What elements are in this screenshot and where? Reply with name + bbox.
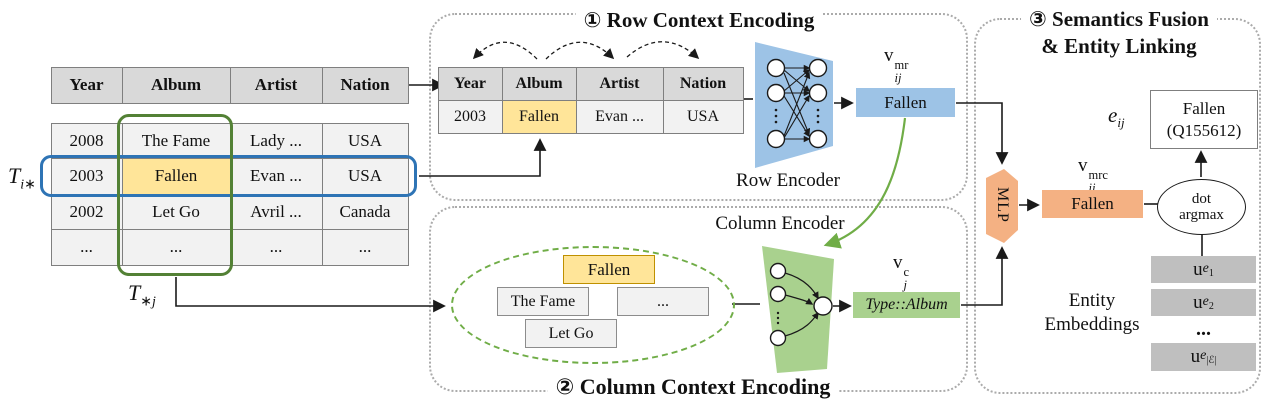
embeddings-ellipsis: ... xyxy=(1196,318,1211,340)
mini-cell: Evan ... xyxy=(575,99,664,134)
table-cell: Avril ... xyxy=(229,193,323,230)
mini-header-cell: Album xyxy=(501,66,577,101)
row-label: Ti∗ xyxy=(8,163,36,193)
mini-header-cell: Year xyxy=(437,66,503,101)
caption-line2: Embeddings xyxy=(1044,313,1140,335)
header-cell: Nation xyxy=(321,66,409,104)
argmax-line2: argmax xyxy=(1179,207,1224,223)
fusion-title-line2: & Entity Linking xyxy=(1041,33,1197,58)
fused-cell-box: Fallen xyxy=(1042,190,1143,218)
entity-name: Fallen xyxy=(1182,99,1226,119)
column-cell: ... xyxy=(617,287,709,316)
entity-result-label: eij xyxy=(1108,103,1125,131)
column-section-title: ② Column Context Encoding xyxy=(547,373,839,402)
table-cell: 2002 xyxy=(50,193,123,230)
row-section-title: ① Row Context Encoding xyxy=(575,7,823,34)
caption-line1: Entity xyxy=(1068,290,1116,311)
mini-cell-mention: Fallen xyxy=(501,99,577,134)
table-cell: 2003 xyxy=(50,158,123,195)
table-cell: USA xyxy=(321,122,409,159)
entity-qid: (Q155612) xyxy=(1166,120,1242,140)
argmax-line1: dot xyxy=(1191,190,1212,207)
table-cell: Evan ... xyxy=(229,158,323,195)
table-cell-mention: Fallen xyxy=(121,158,231,195)
row-output-cell-box: Fallen xyxy=(856,88,955,117)
table-cell: USA xyxy=(321,158,409,195)
column-label: T∗j xyxy=(128,280,156,310)
fusion-title-line1: ③ Semantics Fusion xyxy=(1029,7,1209,31)
column-output-cell-box: Type::Album xyxy=(853,292,960,318)
mlp-label: MLP xyxy=(994,187,1011,223)
table-cell: 2008 xyxy=(50,122,123,159)
row-encoder-label: Row Encoder xyxy=(736,170,840,191)
column-cells-ellipse xyxy=(451,246,735,364)
dot-argmax-op: dot argmax xyxy=(1157,179,1246,235)
column-cell-mention: Fallen xyxy=(563,255,655,284)
row-context-minitable: Year Album Artist Nation 2003 Fallen Eva… xyxy=(437,66,744,134)
mini-header-cell: Artist xyxy=(575,66,664,101)
table-cell: Lady ... xyxy=(229,122,323,159)
column-cell: Let Go xyxy=(525,319,617,348)
column-highlight-outline xyxy=(117,114,233,276)
mini-cell: USA xyxy=(662,99,744,134)
source-table-body: 2008 The Fame Lady ... USA 2003 Fallen E… xyxy=(50,122,409,266)
table-cell: ... xyxy=(321,229,409,266)
table-cell: ... xyxy=(50,229,123,266)
header-cell: Artist xyxy=(229,66,323,104)
table-cell: ... xyxy=(229,229,323,266)
entity-result-box: Fallen (Q155612) xyxy=(1150,90,1258,149)
source-table-header: Year Album Artist Nation xyxy=(50,66,409,104)
row-highlight-outline xyxy=(40,155,417,197)
column-cell: The Fame xyxy=(497,287,589,316)
arrow-column-to-ellipse xyxy=(175,277,446,313)
table-cell: Let Go xyxy=(121,193,231,230)
header-cell: Year xyxy=(50,66,123,104)
mini-cell: 2003 xyxy=(437,99,503,134)
mini-header-cell: Nation xyxy=(662,66,744,101)
table-cell: Canada xyxy=(321,193,409,230)
header-cell: Album xyxy=(121,66,231,104)
column-encoder-label: Column Encoder xyxy=(715,213,845,234)
table-cell: ... xyxy=(121,229,231,266)
entity-embeddings-caption: Entity Embeddings xyxy=(1038,289,1146,337)
fusion-section-title: ③ Semantics Fusion & Entity Linking xyxy=(1021,6,1217,60)
